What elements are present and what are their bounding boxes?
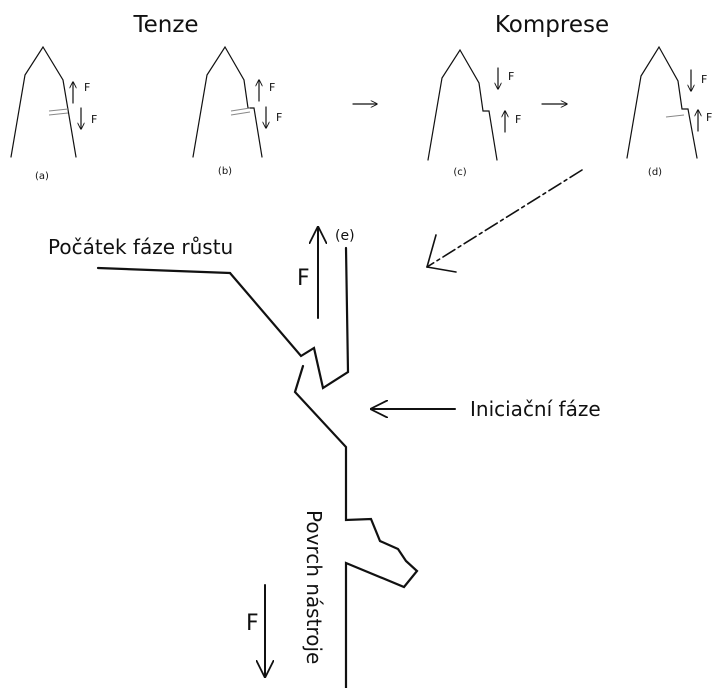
force-label: F: [515, 113, 521, 126]
force-label: F: [91, 113, 97, 126]
zoom-arrow: [426, 169, 583, 273]
crack-marks: [230, 111, 251, 116]
force-label-large: F: [297, 266, 310, 291]
force-label-large: F: [246, 611, 259, 636]
crack-marks: [48, 108, 69, 112]
tool-tip-outline: [626, 45, 698, 159]
growth-start-label: Počátek fáze růstu: [48, 235, 233, 259]
force-label: F: [508, 70, 514, 83]
panel-label: (b): [218, 166, 232, 177]
force-label: F: [276, 111, 282, 124]
panel-d: F F (d): [626, 45, 712, 178]
force-label: F: [269, 81, 275, 94]
tool-tip-outline: [192, 45, 263, 158]
force-label: F: [84, 81, 90, 94]
crack-profile-upper: [228, 246, 350, 390]
initiation-label: Iniciační fáze: [470, 397, 601, 421]
panel-c: F F (c): [427, 48, 521, 178]
panel-b: F F (b): [192, 45, 282, 177]
tool-tip-outline: [427, 48, 498, 161]
crack-marks: [48, 112, 69, 116]
growth-start-underline: [96, 266, 232, 275]
tool-surface-label: Povrch nástroje: [302, 510, 326, 664]
tool-tip-outline: [10, 45, 77, 158]
main-detail: F (e) Počátek fáze růstu Iniciační fáze …: [48, 228, 601, 688]
panel-label: (a): [35, 171, 49, 182]
panel-a: F F (a): [10, 45, 97, 182]
panel-label: (d): [648, 167, 662, 178]
force-label: F: [706, 111, 712, 124]
panel-label: (c): [453, 167, 466, 178]
label-e: (e): [335, 228, 355, 244]
crack-marks: [665, 114, 685, 118]
heading-tension: Tenze: [132, 12, 198, 38]
crack-profile-lower: [293, 364, 419, 688]
crack-marks: [230, 107, 251, 112]
force-label: F: [701, 73, 707, 86]
heading-compression: Komprese: [495, 12, 609, 38]
